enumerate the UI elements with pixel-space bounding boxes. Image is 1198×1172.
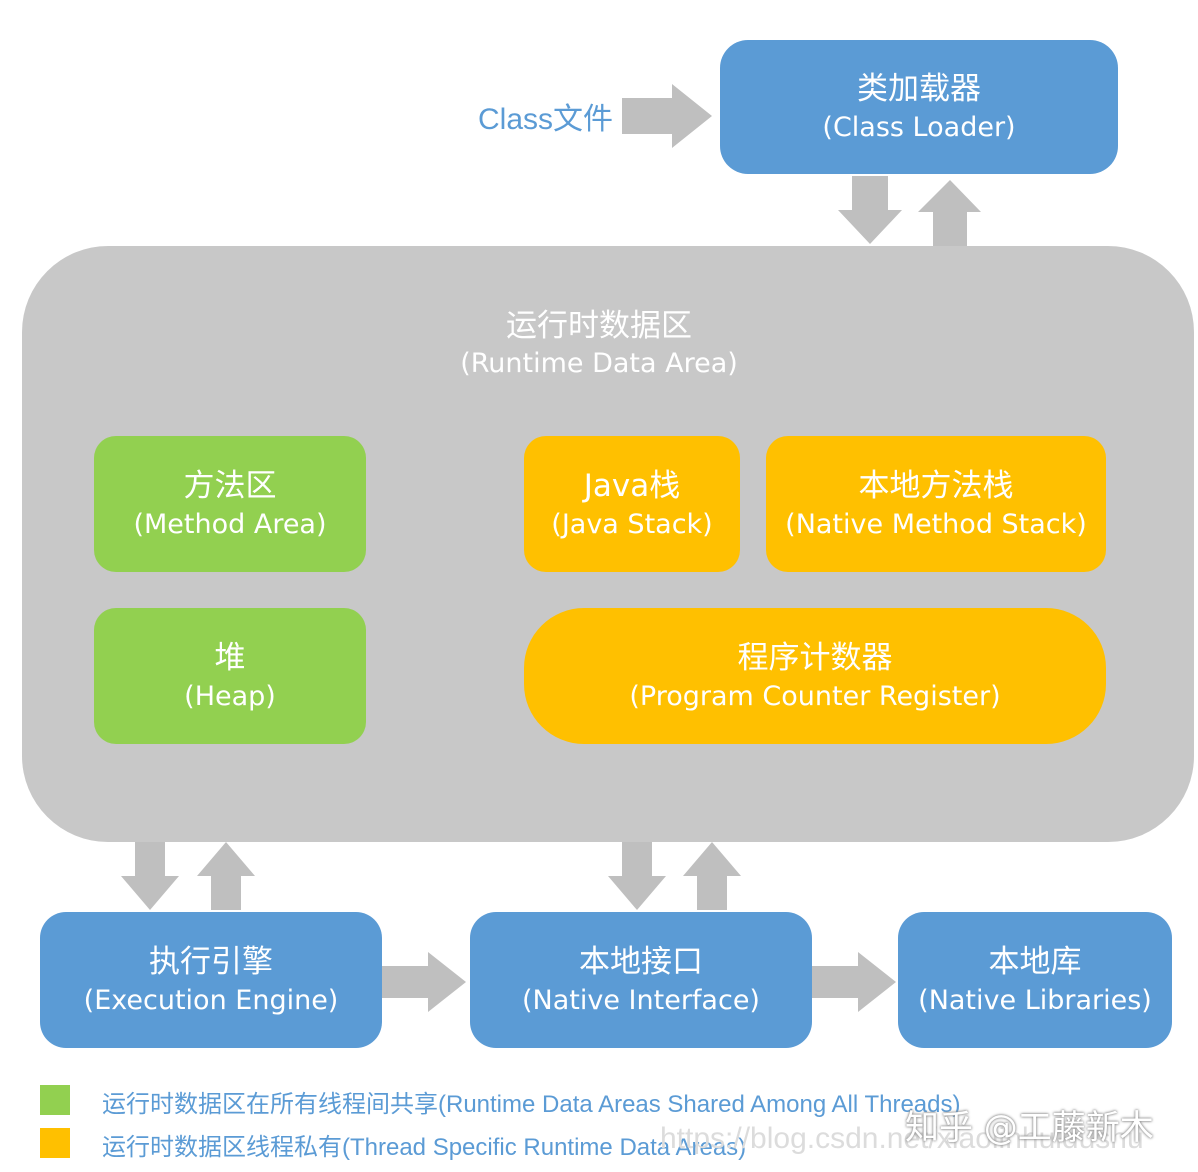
native-interface-box: 本地接口 (Native Interface) <box>470 912 812 1048</box>
program-counter-register-zh: 程序计数器 <box>737 640 893 677</box>
class-file-arrow <box>622 84 712 148</box>
java-stack-en: (Java Stack) <box>551 508 713 540</box>
native-method-stack-en: (Native Method Stack) <box>785 508 1087 540</box>
native-libraries-zh: 本地库 <box>988 944 1082 981</box>
legend-shared-text: 运行时数据区在所有线程间共享(Runtime Data Areas Shared… <box>102 1091 961 1118</box>
java-stack-zh: Java栈 <box>583 468 681 505</box>
class-loader-en: (Class Loader) <box>822 111 1016 143</box>
native-method-stack-zh: 本地方法栈 <box>858 468 1014 505</box>
native-method-stack-box: 本地方法栈 (Native Method Stack) <box>766 436 1106 572</box>
legend-private-text: 运行时数据区线程私有(Thread Specific Runtime Data … <box>102 1134 747 1161</box>
program-counter-register-box: 程序计数器 (Program Counter Register) <box>524 608 1106 744</box>
class-loader-zh: 类加载器 <box>857 71 981 108</box>
execution-engine-en: (Execution Engine) <box>83 984 339 1016</box>
runtime-data-area-title: 运行时数据区 (Runtime Data Area) <box>0 306 1198 381</box>
csdn-url-watermark: https://blog.csdn.net/xiaolinhuidushu <box>660 1122 1144 1155</box>
engine-down-arrow <box>121 842 179 910</box>
heap-zh: 堆 <box>214 640 246 677</box>
method-area-box: 方法区 (Method Area) <box>94 436 366 572</box>
interface-to-libraries-arrow <box>812 952 896 1012</box>
engine-up-arrow <box>197 842 255 910</box>
native-libraries-box: 本地库 (Native Libraries) <box>898 912 1172 1048</box>
legend-orange-swatch <box>40 1128 70 1158</box>
runtime-data-area-en: (Runtime Data Area) <box>460 348 738 380</box>
native-interface-zh: 本地接口 <box>579 944 703 981</box>
execution-engine-box: 执行引擎 (Execution Engine) <box>40 912 382 1048</box>
zhihu-watermark: 知乎 @工藤新木 <box>905 1108 1154 1148</box>
java-stack-box: Java栈 (Java Stack) <box>524 436 740 572</box>
heap-box: 堆 (Heap) <box>94 608 366 744</box>
loader-up-arrow <box>918 180 981 246</box>
class-loader-box: 类加载器 (Class Loader) <box>720 40 1118 174</box>
method-area-zh: 方法区 <box>183 468 277 505</box>
native-libraries-en: (Native Libraries) <box>918 984 1152 1016</box>
engine-to-interface-arrow <box>382 952 466 1012</box>
heap-en: (Heap) <box>184 680 276 712</box>
program-counter-register-en: (Program Counter Register) <box>629 680 1001 712</box>
runtime-data-area-zh: 运行时数据区 <box>506 308 692 344</box>
class-file-label: Class文件 <box>478 103 614 136</box>
loader-down-arrow <box>838 176 902 244</box>
native-interface-en: (Native Interface) <box>522 984 760 1016</box>
interface-up-arrow <box>683 842 741 910</box>
interface-down-arrow <box>608 842 666 910</box>
execution-engine-zh: 执行引擎 <box>149 944 273 981</box>
method-area-en: (Method Area) <box>133 508 327 540</box>
legend-green-swatch <box>40 1085 70 1115</box>
